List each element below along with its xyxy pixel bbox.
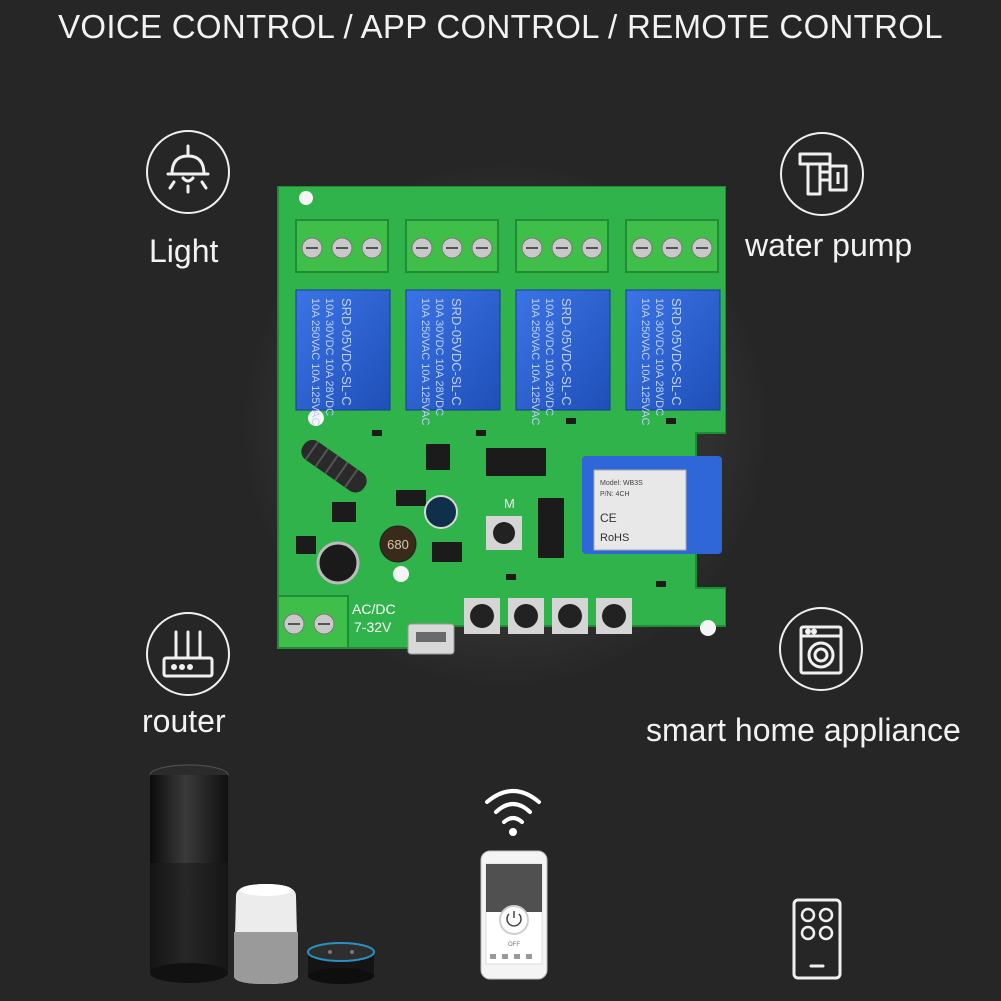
ceiling-lamp-icon xyxy=(166,144,210,194)
relay-1-model: SRD-05VDC-SL-C xyxy=(339,298,354,406)
wifi-icon xyxy=(485,789,541,836)
smart-speaker-tall xyxy=(148,763,230,990)
power-terminal xyxy=(277,595,349,649)
relay-2-model: SRD-05VDC-SL-C xyxy=(449,298,464,406)
feature-appliance-label: smart home appliance xyxy=(646,712,961,748)
module-model: Model: WB3S xyxy=(600,480,643,487)
module-pn: P/N: 4CH xyxy=(600,491,630,498)
phone-power-label: OFF xyxy=(508,942,520,948)
smart-speaker-dome xyxy=(232,880,300,991)
channel-buttons xyxy=(464,598,632,634)
remote-control-icon xyxy=(792,898,842,980)
remote-control xyxy=(791,898,843,987)
inductor-label: 680 xyxy=(387,537,409,552)
wifi-module: Model: WB3S P/N: 4CH CE RoHS xyxy=(582,456,722,554)
water-pump-icon xyxy=(798,152,848,196)
button-mark: M xyxy=(504,496,515,511)
smartphone: OFF xyxy=(480,850,548,985)
relay-2-rating-mid: 10A 30VDC 10A 28VDC xyxy=(433,298,445,416)
feature-water-pump-label: water pump xyxy=(745,227,913,263)
relay-4-rating-top: 10A 250VAC 10A 125VAC xyxy=(639,298,651,425)
relay-terminal-blocks xyxy=(295,219,719,273)
relay-board-graphic: 10A 250VAC 10A 125VAC 10A 30VDC 10A 28VD… xyxy=(277,186,726,655)
relay-3-rating-top: 10A 250VAC 10A 125VAC xyxy=(529,298,541,425)
relay-4-rating-mid: 10A 30VDC 10A 28VDC xyxy=(653,298,665,416)
relay-3-rating-mid: 10A 30VDC 10A 28VDC xyxy=(543,298,555,416)
wifi-signal xyxy=(482,786,544,843)
relays xyxy=(295,289,721,411)
module-rohs-mark: RoHS xyxy=(600,532,629,544)
smartphone-icon: OFF xyxy=(480,850,548,980)
feature-water-pump-badge xyxy=(780,132,864,216)
feature-light-badge xyxy=(146,130,230,214)
router-icon xyxy=(162,630,214,678)
echo-dot-icon xyxy=(307,942,375,984)
headline: VOICE CONTROL / APP CONTROL / REMOTE CON… xyxy=(58,8,943,45)
relay-1-rating-mid: 10A 30VDC 10A 28VDC xyxy=(323,298,335,416)
module-ce-mark: CE xyxy=(600,511,617,525)
smart-speaker-dot xyxy=(306,938,376,991)
washing-machine-icon xyxy=(799,625,843,675)
feature-light-label: Light xyxy=(149,233,219,269)
relay-4-model: SRD-05VDC-SL-C xyxy=(669,298,684,406)
feature-router-badge xyxy=(146,612,230,696)
power-label-voltage: 7-32V xyxy=(354,619,392,635)
feature-router-label: router xyxy=(142,703,226,739)
relay-board: 10A 250VAC 10A 125VAC 10A 30VDC 10A 28VD… xyxy=(276,186,726,661)
power-label-ac-dc: AC/DC xyxy=(352,601,396,617)
echo-speaker-icon xyxy=(149,764,229,983)
google-home-icon xyxy=(234,884,298,984)
relay-2-rating-top: 10A 250VAC 10A 125VAC xyxy=(419,298,431,425)
feature-appliance-badge xyxy=(779,607,863,691)
relay-3-model: SRD-05VDC-SL-C xyxy=(559,298,574,406)
relay-1-rating-top: 10A 250VAC 10A 125VAC xyxy=(309,298,321,425)
antenna-coil xyxy=(301,439,367,493)
